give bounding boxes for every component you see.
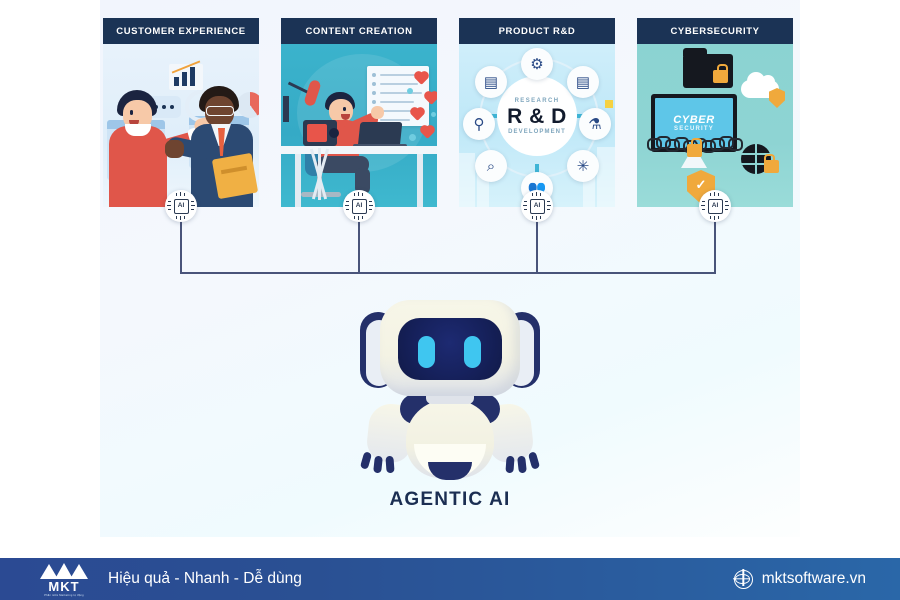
flask-icon: ⚗	[579, 108, 611, 140]
connector-bus-line	[180, 272, 716, 274]
bar-chart-icon	[169, 64, 203, 90]
panel-title-cybersecurity: CYBERSECURITY	[637, 18, 793, 44]
folder-tab	[683, 48, 707, 56]
globe-padlock-icon	[764, 160, 779, 173]
books-icon: ▤	[567, 66, 599, 98]
robot-finger-r1	[527, 451, 541, 470]
mic-stand	[283, 96, 289, 122]
robot-eye-left	[418, 336, 435, 368]
person-right-hand	[165, 140, 184, 158]
folder-icon	[211, 152, 259, 200]
atom-icon: ✳	[567, 150, 599, 182]
panel-product-rnd[interactable]: PRODUCT R&D RESEARCH R & D DEVELOPMENT ⚙…	[459, 18, 615, 207]
robot-finger-l1	[359, 451, 373, 470]
ai-badge-cybersecurity[interactable]: AI	[699, 190, 731, 222]
robot-lower-accent	[428, 462, 472, 480]
footer-slogan: Hiệu quả - Nhanh - Dễ dùng	[108, 570, 302, 587]
skyline-block-1	[459, 153, 475, 207]
mkt-logo-text: MKT	[48, 579, 80, 594]
panel-art-customer-experience	[103, 44, 259, 207]
camera-lens	[329, 128, 339, 138]
microscope-icon: ⚲	[463, 108, 495, 140]
tripod-leg-3	[318, 148, 321, 200]
robot-finger-l2	[373, 455, 383, 474]
person-left-mouth	[129, 120, 139, 126]
creator-shin	[355, 168, 370, 194]
robot-finger-l3	[385, 455, 395, 474]
camera-screen	[307, 124, 327, 142]
ai-chip-label: AI	[707, 198, 723, 214]
rnd-bottom-text: DEVELOPMENT	[508, 128, 566, 135]
heart-reaction-icon-4	[421, 126, 434, 139]
ai-chip-label: AI	[173, 198, 189, 214]
chair-base	[301, 192, 341, 197]
ai-badge-product-rnd[interactable]: AI	[521, 190, 553, 222]
globe-padlock-shackle	[764, 154, 775, 164]
glasses-icon	[206, 106, 234, 116]
reaction-dot-3	[409, 134, 416, 141]
creator-mouth	[341, 114, 350, 120]
rnd-core: RESEARCH R & D DEVELOPMENT	[497, 76, 577, 156]
desk-leg-right	[417, 154, 423, 207]
creator-eye	[343, 107, 346, 111]
person-right-face	[205, 96, 234, 127]
globe-icon	[733, 569, 753, 589]
ai-chip-label: AI	[529, 198, 545, 214]
robot-eye-right	[464, 336, 481, 368]
monitor-line-1: CYBER	[673, 114, 715, 126]
person-left-collar	[125, 124, 151, 136]
person-left-body	[109, 126, 167, 207]
footer-website-text: mktsoftware.vn	[761, 570, 866, 587]
mkt-logo-tagline: Phần mềm Marketing tự động	[44, 594, 84, 597]
robot-visor	[398, 318, 502, 380]
reaction-dot-2	[431, 112, 436, 117]
connector-line-3	[536, 221, 538, 273]
skyline-block-3	[597, 147, 615, 207]
panel-title-customer-experience: CUSTOMER EXPERIENCE	[103, 18, 259, 44]
panel-customer-experience[interactable]: CUSTOMER EXPERIENCE	[103, 18, 259, 207]
panel-content-creation[interactable]: CONTENT CREATION	[281, 18, 437, 207]
creator-face	[329, 99, 353, 123]
documents-icon: ▤	[475, 66, 507, 98]
yellow-accent-dot	[605, 100, 613, 108]
chain-padlock-shackle	[691, 138, 702, 148]
desk-surface	[281, 146, 437, 154]
person-left-eye	[130, 110, 133, 115]
mkt-logo-mark	[40, 563, 88, 579]
ai-chip-label: AI	[351, 198, 367, 214]
ai-badge-customer-experience[interactable]: AI	[165, 190, 197, 222]
rnd-main-text: R & D	[507, 104, 567, 128]
panel-cybersecurity[interactable]: CYBERSECURITY CYBER SECURITY	[637, 18, 793, 207]
gears-icon: ⚙	[521, 48, 553, 80]
panel-art-product-rnd: RESEARCH R & D DEVELOPMENT ⚙ ▤ ▤ ⚲ ⚗ ⌕ ✳…	[459, 44, 615, 207]
chain-padlock-icon	[687, 144, 702, 157]
person-right-tie	[218, 128, 225, 156]
folder-padlock-shackle	[717, 64, 728, 74]
robot-finger-r3	[505, 455, 515, 474]
panel-title-content-creation: CONTENT CREATION	[281, 18, 437, 44]
robot-label: AGENTIC AI	[389, 489, 511, 510]
reaction-dot	[407, 88, 413, 94]
footer-website[interactable]: mktsoftware.vn	[733, 569, 866, 589]
ai-badge-content-creation[interactable]: AI	[343, 190, 375, 222]
mkt-logo[interactable]: MKT Phần mềm Marketing tự động	[36, 563, 92, 597]
connector-line-2	[358, 221, 360, 273]
rnd-top-text: RESEARCH	[514, 97, 560, 104]
footer-bar: MKT Phần mềm Marketing tự động Hiệu quả …	[0, 558, 900, 600]
magnifier-icon: ⌕	[475, 150, 507, 182]
panel-title-product-rnd: PRODUCT R&D	[459, 18, 615, 44]
connector-line-4	[714, 221, 716, 273]
spoke-bottom	[535, 164, 539, 178]
desk-leg-left	[295, 154, 301, 207]
agentic-ai-robot	[352, 296, 548, 484]
connector-line-1	[180, 221, 182, 273]
robot-finger-r2	[517, 455, 527, 474]
pie-chart-icon	[237, 92, 259, 118]
cloud-shield-icon	[769, 88, 785, 108]
monitor-line-2: SECURITY	[674, 126, 714, 132]
panel-art-content-creation	[281, 44, 437, 207]
creator-hand	[371, 106, 384, 119]
panel-art-cybersecurity: CYBER SECURITY	[637, 44, 793, 207]
